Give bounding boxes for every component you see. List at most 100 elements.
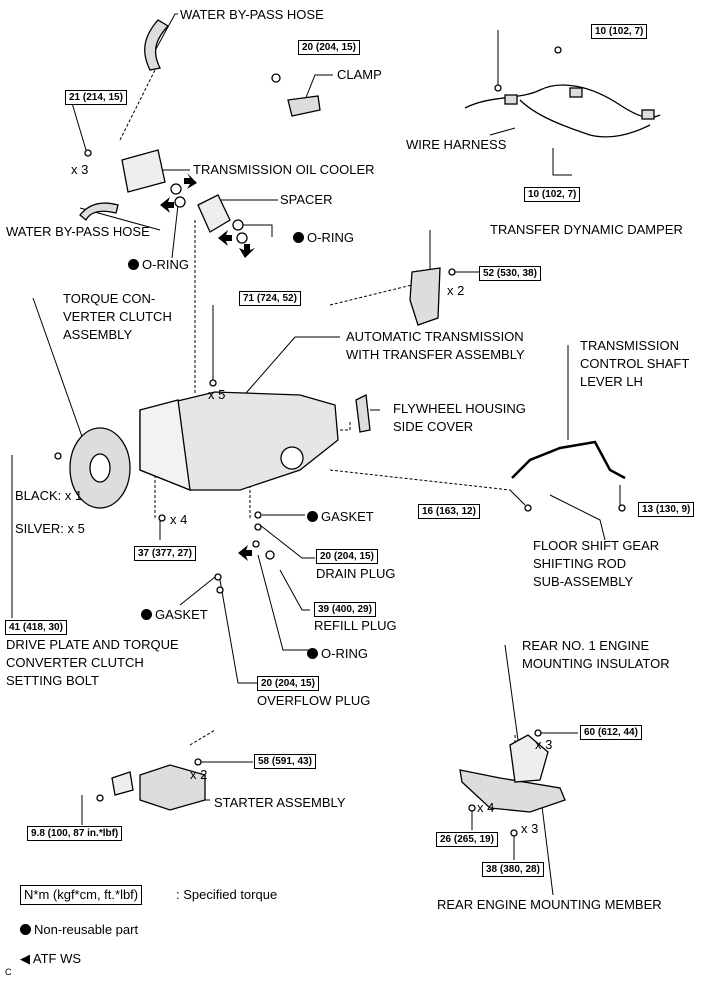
label-drain-plug: DRAIN PLUG — [316, 566, 396, 581]
label-torque-converter-2: VERTER CLUTCH — [63, 309, 172, 324]
atf-arrow-3 — [218, 230, 232, 246]
label-auto-trans-2: WITH TRANSFER ASSEMBLY — [346, 347, 525, 362]
torque-37: 37 (377, 27) — [134, 546, 196, 561]
bolt-10a — [494, 84, 502, 92]
label-drive-plate-3: SETTING BOLT — [6, 673, 99, 688]
label-silver-count: SILVER: x 5 — [15, 521, 85, 536]
leader-rear-insulator — [504, 644, 519, 741]
torque-21: 21 (214, 15) — [65, 90, 127, 105]
label-black-count: BLACK: x 1 — [15, 488, 83, 503]
non-reusable-dot — [20, 924, 31, 935]
dash-shift — [329, 469, 511, 491]
label-transfer-dynamic-damper: TRANSFER DYNAMIC DAMPER — [490, 222, 683, 237]
non-reusable-dot — [307, 511, 318, 522]
non-reusable-dot — [307, 648, 318, 659]
o-ring-bottom-ring — [252, 540, 260, 548]
label-ctrl-shaft-3: LEVER LH — [580, 374, 643, 389]
starter-shape — [139, 764, 206, 811]
rear-member-shape — [459, 769, 566, 813]
count-x3-insulator: x 3 — [535, 737, 553, 752]
label-floor-shift-2: SHIFTING ROD — [533, 556, 627, 571]
o-ring-4 — [236, 232, 248, 244]
torque-20-overflow: 20 (204, 15) — [257, 676, 319, 691]
o-ring-left-text: O-RING — [142, 257, 189, 272]
torque-13: 13 (130, 9) — [638, 502, 695, 517]
label-drive-plate-1: DRIVE PLATE AND TORQUE — [6, 637, 179, 652]
o-ring-right-text: O-RING — [307, 230, 354, 245]
o-ring-3 — [232, 219, 244, 231]
shift-rod-shape — [511, 440, 626, 480]
label-torque-converter-3: ASSEMBLY — [63, 327, 133, 342]
wire-harness-shape-2 — [519, 99, 651, 138]
bolt-21 — [84, 149, 92, 157]
corner-mark: C — [5, 967, 12, 977]
label-ctrl-shaft-1: TRANSMISSION — [580, 338, 679, 353]
gasket-right-ring — [254, 511, 262, 519]
legend-unit-text: : Specified torque — [176, 887, 278, 902]
harness-connector-1 — [504, 94, 518, 105]
drain-plug-bolt — [254, 523, 262, 531]
bolt-71 — [209, 379, 217, 387]
label-ctrl-shaft-2: CONTROL SHAFT — [580, 356, 690, 371]
leader-wire-harness — [489, 127, 516, 136]
atf-arrow-5 — [238, 545, 252, 561]
label-drive-plate-2: CONVERTER CLUTCH — [6, 655, 144, 670]
harness-connector-2 — [569, 87, 583, 98]
bolt-60 — [534, 729, 542, 737]
o-ring-1 — [170, 183, 182, 195]
o-ring-bottom-text: O-RING — [321, 646, 368, 661]
leader-auto-trans — [239, 336, 340, 401]
leader-drain — [259, 524, 315, 559]
count-x3-cooler: x 3 — [71, 162, 89, 177]
rear-insulator-shape — [509, 734, 549, 783]
label-starter-assembly: STARTER ASSEMBLY — [214, 795, 346, 810]
label-torque-converter-1: TORQUE CON- — [63, 291, 156, 306]
torque-39: 39 (400, 29) — [314, 602, 376, 617]
label-rear-insulator-1: REAR NO. 1 ENGINE — [522, 638, 650, 653]
atf-arrow-icon: ◀ — [20, 951, 30, 966]
leader-floor-shift — [549, 494, 606, 541]
o-ring-2 — [174, 196, 186, 208]
non-reusable-dot — [128, 259, 139, 270]
leader-16 — [509, 489, 526, 506]
leader-10-bottom — [552, 148, 572, 176]
label-floor-shift-1: FLOOR SHIFT GEAR — [533, 538, 660, 553]
leader-o-ring-right — [240, 224, 273, 237]
leader-refill — [279, 569, 310, 611]
gasket-left-ring — [214, 573, 222, 581]
oil-cooler-shape — [121, 149, 166, 193]
bolt-13 — [618, 504, 626, 512]
leader-gasket-left — [179, 576, 216, 606]
legend-atf-text: ATF WS — [32, 951, 82, 966]
bolt-41 — [54, 452, 62, 460]
bolt-58 — [194, 758, 202, 766]
torque-10-bottom: 10 (102, 7) — [524, 187, 581, 202]
legend-non-reusable: Non-reusable part — [20, 922, 138, 938]
label-overflow-plug: OVERFLOW PLUG — [257, 693, 371, 708]
bolt-10b — [554, 46, 562, 54]
legend-atf: ◀ ATF WS — [20, 951, 81, 967]
starter-connector — [111, 771, 134, 796]
torque-converter-hub — [89, 453, 111, 483]
water-hose-top-shape — [144, 19, 170, 71]
gasket-left-text: GASKET — [155, 607, 208, 622]
leader-o-ring-left — [171, 204, 179, 259]
leader-clamp — [304, 74, 333, 101]
label-o-ring-left: O-RING — [128, 257, 189, 273]
water-hose-bottom-shape — [79, 202, 119, 222]
count-x3-member: x 3 — [521, 821, 539, 836]
label-spacer: SPACER — [280, 192, 333, 207]
label-wire-harness: WIRE HARNESS — [406, 137, 507, 152]
label-flywheel-1: FLYWHEEL HOUSING — [393, 401, 526, 416]
bolt-37 — [158, 514, 166, 522]
clamp-shape — [287, 95, 321, 117]
torque-20-drain: 20 (204, 15) — [316, 549, 378, 564]
torque-60: 60 (612, 44) — [580, 725, 642, 740]
transmission-bell — [139, 399, 191, 492]
spacer-shape — [197, 194, 231, 233]
leader-overflow — [219, 579, 258, 684]
flywheel-cover-shape — [355, 394, 371, 433]
count-x2-starter: x 2 — [190, 767, 208, 782]
